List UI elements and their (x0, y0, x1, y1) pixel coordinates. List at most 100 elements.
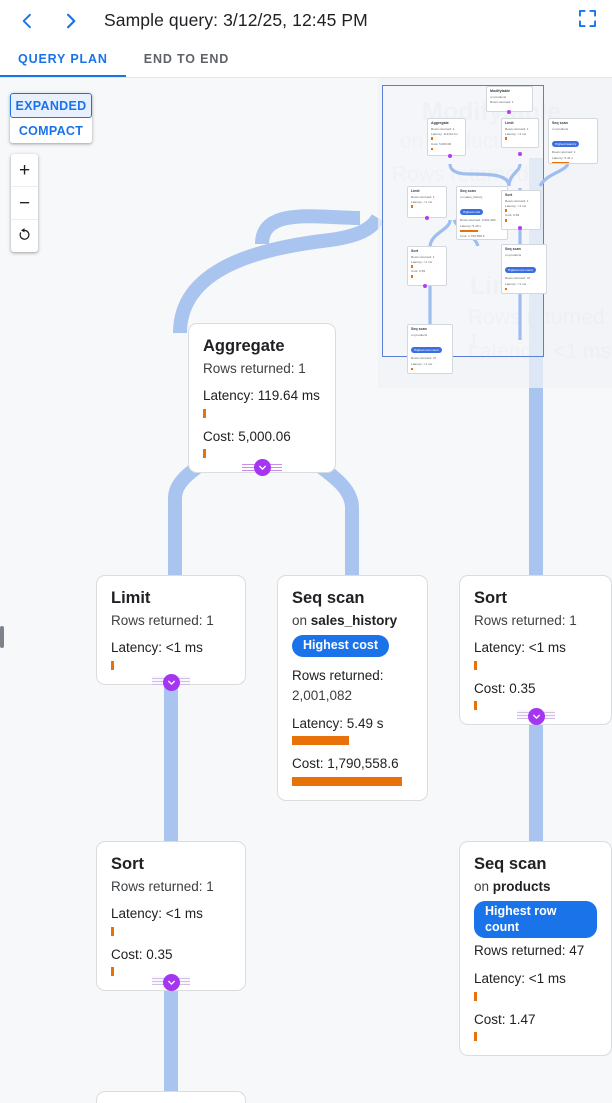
minimap-collapse-dot (425, 216, 429, 220)
node-seq-scan-products-right[interactable]: Seq scan on products Highest row count R… (459, 841, 612, 1057)
zoom-in-button[interactable]: + (11, 154, 38, 186)
minimap-bar (505, 287, 507, 291)
view-mode-expanded[interactable]: EXPANDED (10, 93, 92, 118)
latency-bar (474, 660, 477, 670)
minimap-node-sub: Rows returned: 2,001,082 (460, 217, 496, 222)
forward-button[interactable] (54, 4, 88, 38)
node-rows: Rows returned: 47 (474, 943, 585, 959)
minimap-node-sub: Latency: <1 ms (411, 199, 433, 204)
node-latency: Latency: 119.64 ms (203, 388, 320, 404)
node-rows: Rows returned: 1 (111, 612, 214, 628)
node-limit[interactable]: Limit Rows returned: 1 Latency: <1 ms (96, 575, 246, 685)
minimap-node-sub: Rows returned: 1 (411, 194, 435, 199)
node-seq-scan-products-bottom[interactable]: Seq scan on products Highest row count R… (96, 1091, 246, 1103)
minimap-collapse-dot (518, 226, 522, 230)
view-mode-switcher[interactable]: EXPANDED COMPACT (10, 93, 92, 143)
fullscreen-button[interactable] (568, 2, 606, 40)
minimap-badge: Highest cost (460, 209, 484, 215)
view-mode-expanded-label: EXPANDED (15, 98, 87, 113)
minimap-badge: Highest latency (552, 141, 580, 147)
minimap-node-sub: Cost: 5,000.06 (431, 141, 452, 146)
relation-name: sales_history (310, 612, 398, 628)
minimap-node-title: Seq scan (411, 327, 427, 331)
back-button[interactable] (10, 4, 44, 38)
tab-end-to-end-label: END TO END (143, 52, 230, 66)
canvas-scroll-handle[interactable] (0, 626, 4, 648)
cost-bar (474, 701, 477, 711)
minimap-bar (505, 209, 507, 212)
minimap-node[interactable]: Sort Rows returned: 1 Latency: <1 ms Cos… (501, 190, 541, 230)
minimap-bar (505, 219, 507, 222)
on-prefix: on (474, 878, 490, 894)
node-latency: Latency: <1 ms (474, 640, 566, 656)
minimap-node[interactable]: Limit Rows returned: 1 Latency: <1 ms (407, 186, 447, 218)
node-cost: Cost: 5,000.06 (203, 428, 291, 444)
collapse-toggle-sort-right[interactable] (528, 708, 545, 725)
minimap-bar (460, 229, 478, 233)
node-cost: Cost: 0.35 (474, 680, 536, 696)
minimap-badge: Highest row count (411, 347, 442, 353)
minimap-node[interactable]: Limit Rows returned: 1 Latency: <1 ms (501, 118, 539, 148)
minimap-node-sub: Cost: 1.47 (411, 372, 449, 373)
minimap-node-sub: Latency: <1 ms (505, 131, 527, 136)
collapse-toggle-limit[interactable] (163, 674, 180, 691)
tab-bar: QUERY PLAN END TO END (0, 41, 612, 78)
node-sort-right[interactable]: Sort Rows returned: 1 Latency: <1 ms Cos… (459, 575, 612, 726)
minimap-node-sub: Cost: 1,790,558.6 (460, 234, 485, 239)
minimap-badge: Highest row count (505, 267, 536, 273)
minimap-bar (552, 161, 569, 163)
node-latency: Latency: <1 ms (111, 640, 203, 656)
minimap-node[interactable]: Sort Rows returned: 1 Latency: <1 ms Cos… (407, 246, 447, 286)
minimap-node[interactable]: Aggregate Rows returned: 1 Latency: 119.… (427, 118, 466, 156)
node-cost: Cost: 0.35 (111, 946, 173, 962)
node-rows: Rows returned: 1 (203, 360, 306, 376)
latency-bar (474, 991, 477, 1001)
minimap-node-title: Aggregate (431, 121, 449, 125)
tab-query-plan[interactable]: QUERY PLAN (0, 41, 126, 77)
tab-end-to-end[interactable]: END TO END (126, 41, 247, 77)
reset-zoom-button[interactable] (11, 219, 38, 252)
minimap[interactable]: Modifytable on products Rows returned: 1… (378, 78, 612, 388)
minimap-node-sub: on products (411, 332, 428, 337)
minimap-node-sub: Latency: 5.41 s (552, 155, 573, 160)
node-sort-left[interactable]: Sort Rows returned: 1 Latency: <1 ms Cos… (96, 841, 246, 992)
node-seq-scan-sales-history[interactable]: Seq scan on sales_history Highest cost R… (277, 575, 428, 801)
minimap-node[interactable]: Seq scan on products Highest latency Row… (548, 118, 598, 164)
zoom-controls[interactable]: + − (11, 154, 38, 252)
reset-rotate-icon (17, 227, 32, 246)
collapse-toggle-sort-left[interactable] (163, 974, 180, 991)
node-cost: Cost: 1,790,558.6 (292, 756, 399, 772)
minimap-node-sub: on products (505, 252, 522, 257)
minimap-node-sub: Latency: <1 ms (505, 203, 527, 208)
minimap-bar (505, 137, 507, 140)
status-badge: Highest row count (474, 901, 597, 939)
minimap-node[interactable]: Seq scan on products Highest row count R… (407, 324, 453, 374)
collapse-toggle-aggregate[interactable] (254, 459, 271, 476)
minimap-node[interactable]: Modifytable on products Rows returned: 1 (486, 86, 533, 112)
minimap-node-sub: on sales_history (460, 194, 483, 199)
tab-query-plan-label: QUERY PLAN (18, 52, 108, 66)
relation-name: products (492, 878, 551, 894)
node-rows-label: Rows returned: (292, 667, 384, 683)
minimap-node-sub: Rows returned: 47 (411, 355, 437, 360)
minimap-node-title: Sort (505, 193, 513, 197)
minimap-node-title: Limit (505, 121, 514, 125)
query-plan-canvas[interactable]: Modifytable on products Rows returned Li… (0, 78, 612, 1103)
view-mode-compact[interactable]: COMPACT (10, 118, 92, 143)
minimap-node[interactable]: Seq scan on sales_history Highest cost R… (456, 186, 508, 240)
minimap-node-title: Sort (411, 249, 419, 253)
minus-icon: − (18, 192, 31, 214)
minimap-collapse-dot (518, 152, 522, 156)
zoom-out-button[interactable]: − (11, 186, 38, 219)
minimap-node-sub: Latency: <1 ms (411, 361, 433, 366)
minimap-node[interactable]: Seq scan on products Highest row count R… (501, 244, 547, 294)
minimap-node-sub: Latency: <1 ms (411, 259, 433, 264)
latency-bar (203, 408, 206, 418)
minimap-collapse-dot (507, 110, 511, 114)
node-title: Seq scan (474, 855, 547, 873)
cost-bar (292, 776, 402, 786)
node-relation: on sales_history (292, 612, 413, 630)
view-mode-compact-label: COMPACT (18, 123, 84, 138)
minimap-node-title: Limit (411, 189, 420, 193)
node-aggregate[interactable]: Aggregate Rows returned: 1 Latency: 119.… (188, 323, 336, 474)
